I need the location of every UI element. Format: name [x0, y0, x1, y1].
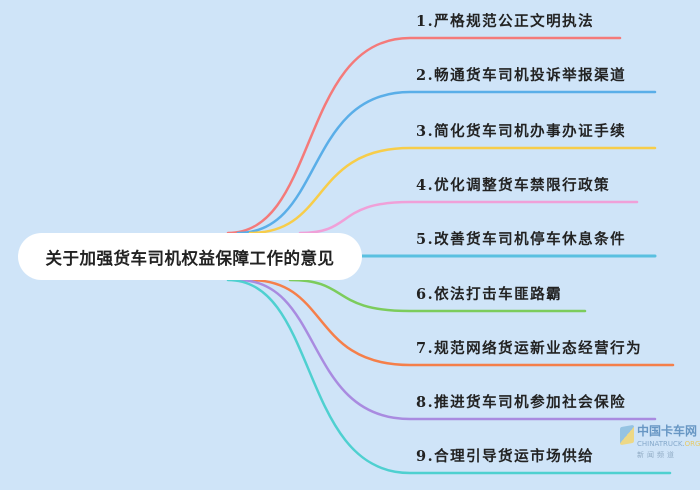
branch-node-6[interactable]: 6.依法打击车匪路霸	[416, 286, 563, 303]
branch-node-4[interactable]: 4.优化调整货车禁限行政策	[416, 177, 611, 194]
chinatruck-watermark-logo: 中国卡车网 CHINATRUCK.ORG 新闻频道	[620, 424, 700, 464]
branch-line-2	[236, 90, 657, 235]
watermark-en: CHINATRUCK.ORG	[637, 440, 700, 448]
branch-node-5[interactable]: 5.改善货车司机停车休息条件	[416, 231, 627, 248]
branch-line-8	[236, 278, 657, 421]
branch-node-7[interactable]: 7.规范网络货运新业态经营行为	[416, 340, 643, 357]
branch-node-2[interactable]: 2.畅通货车司机投诉举报渠道	[416, 67, 627, 84]
root-node[interactable]: 关于加强货车司机权益保障工作的意见	[18, 233, 362, 280]
cube-logo-icon	[620, 424, 634, 446]
branch-line-4	[298, 200, 639, 235]
root-title: 关于加强货车司机权益保障工作的意见	[45, 248, 335, 268]
branch-line-7	[248, 278, 675, 367]
watermark-cn: 中国卡车网	[637, 424, 698, 438]
branch-node-1[interactable]: 1.严格规范公正文明执法	[416, 13, 595, 30]
branch-node-3[interactable]: 3.简化货车司机办事办证手续	[416, 123, 627, 140]
branch-node-8[interactable]: 8.推进货车司机参加社会保险	[416, 394, 627, 411]
branch-line-6	[288, 278, 587, 313]
watermark-sub: 新闻频道	[637, 451, 677, 459]
branch-line-1	[226, 36, 622, 235]
branch-line-3	[248, 146, 657, 235]
branch-node-9[interactable]: 9.合理引导货运市场供给	[416, 448, 595, 465]
branch-line-9	[226, 278, 672, 475]
